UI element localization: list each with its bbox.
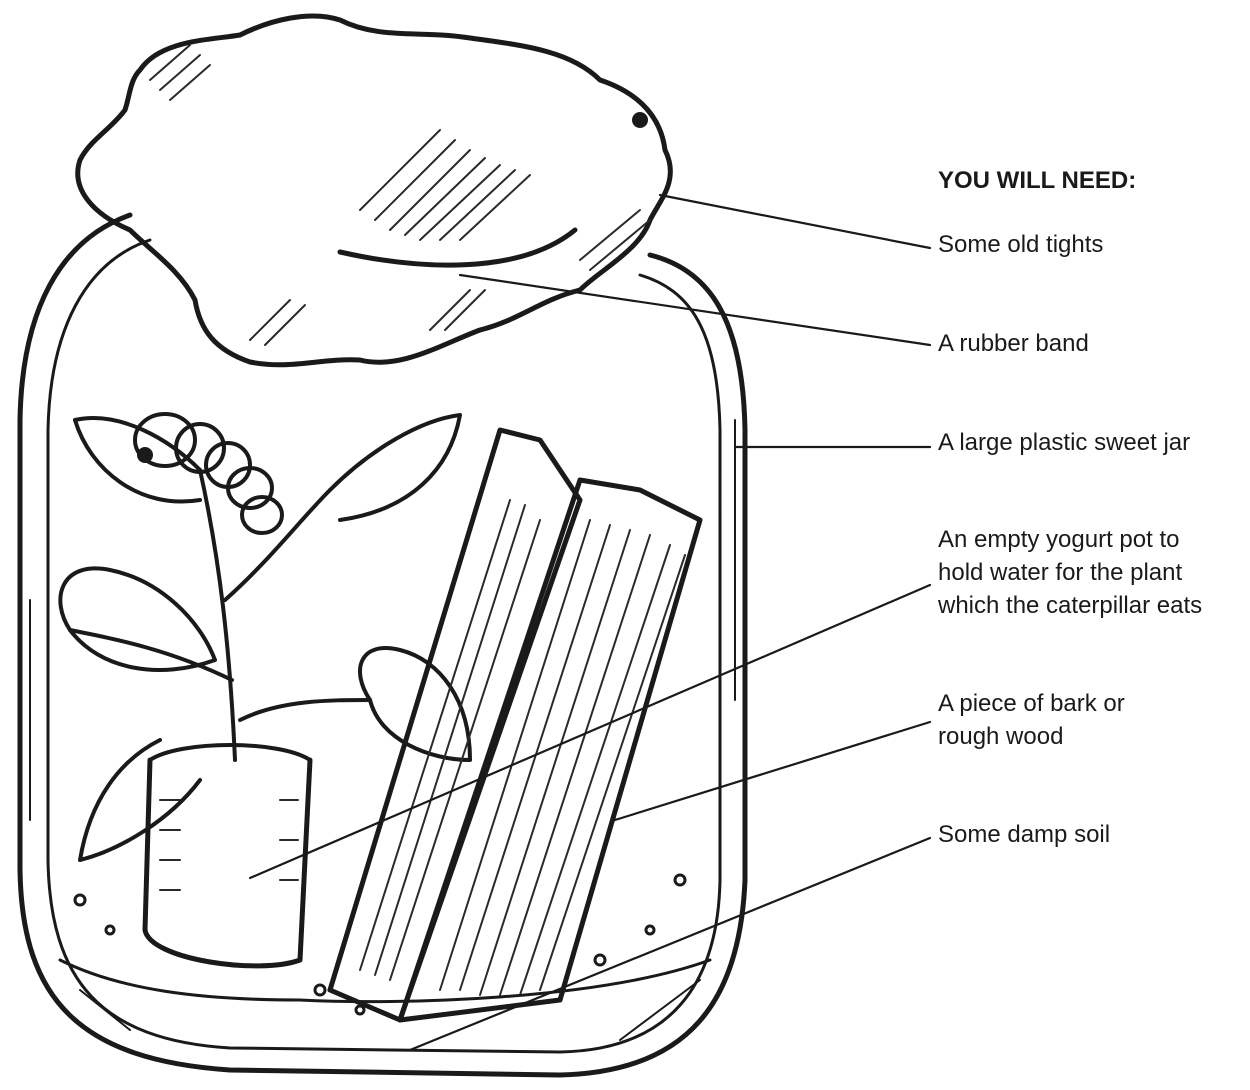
label-bark: A piece of bark or rough wood xyxy=(938,687,1125,753)
label-line: which the caterpillar eats xyxy=(938,589,1202,622)
plant-icon xyxy=(60,415,470,860)
needs-heading: YOU WILL NEED: xyxy=(938,164,1136,197)
leader-line-bark xyxy=(615,722,930,820)
label-line: An empty yogurt pot to xyxy=(938,523,1202,556)
yogurt-pot-icon xyxy=(145,745,310,966)
label-line: hold water for the plant xyxy=(938,556,1202,589)
label-yogurt-pot: An empty yogurt pot to hold water for th… xyxy=(938,523,1202,622)
label-line: A large plastic sweet jar xyxy=(938,426,1190,459)
leader-line-tights xyxy=(660,195,930,248)
label-soil: Some damp soil xyxy=(938,818,1110,851)
leader-line-yogurt-pot xyxy=(250,585,930,878)
label-line: rough wood xyxy=(938,720,1125,753)
tights-cover-icon xyxy=(78,16,671,365)
label-rubber-band: A rubber band xyxy=(938,327,1089,360)
label-line: A piece of bark or xyxy=(938,687,1125,720)
label-line: Some damp soil xyxy=(938,818,1110,851)
label-line: A rubber band xyxy=(938,327,1089,360)
rubber-band-icon xyxy=(340,230,575,265)
label-tights: Some old tights xyxy=(938,228,1103,261)
leader-line-soil xyxy=(410,838,930,1050)
label-line: Some old tights xyxy=(938,228,1103,261)
label-jar: A large plastic sweet jar xyxy=(938,426,1190,459)
